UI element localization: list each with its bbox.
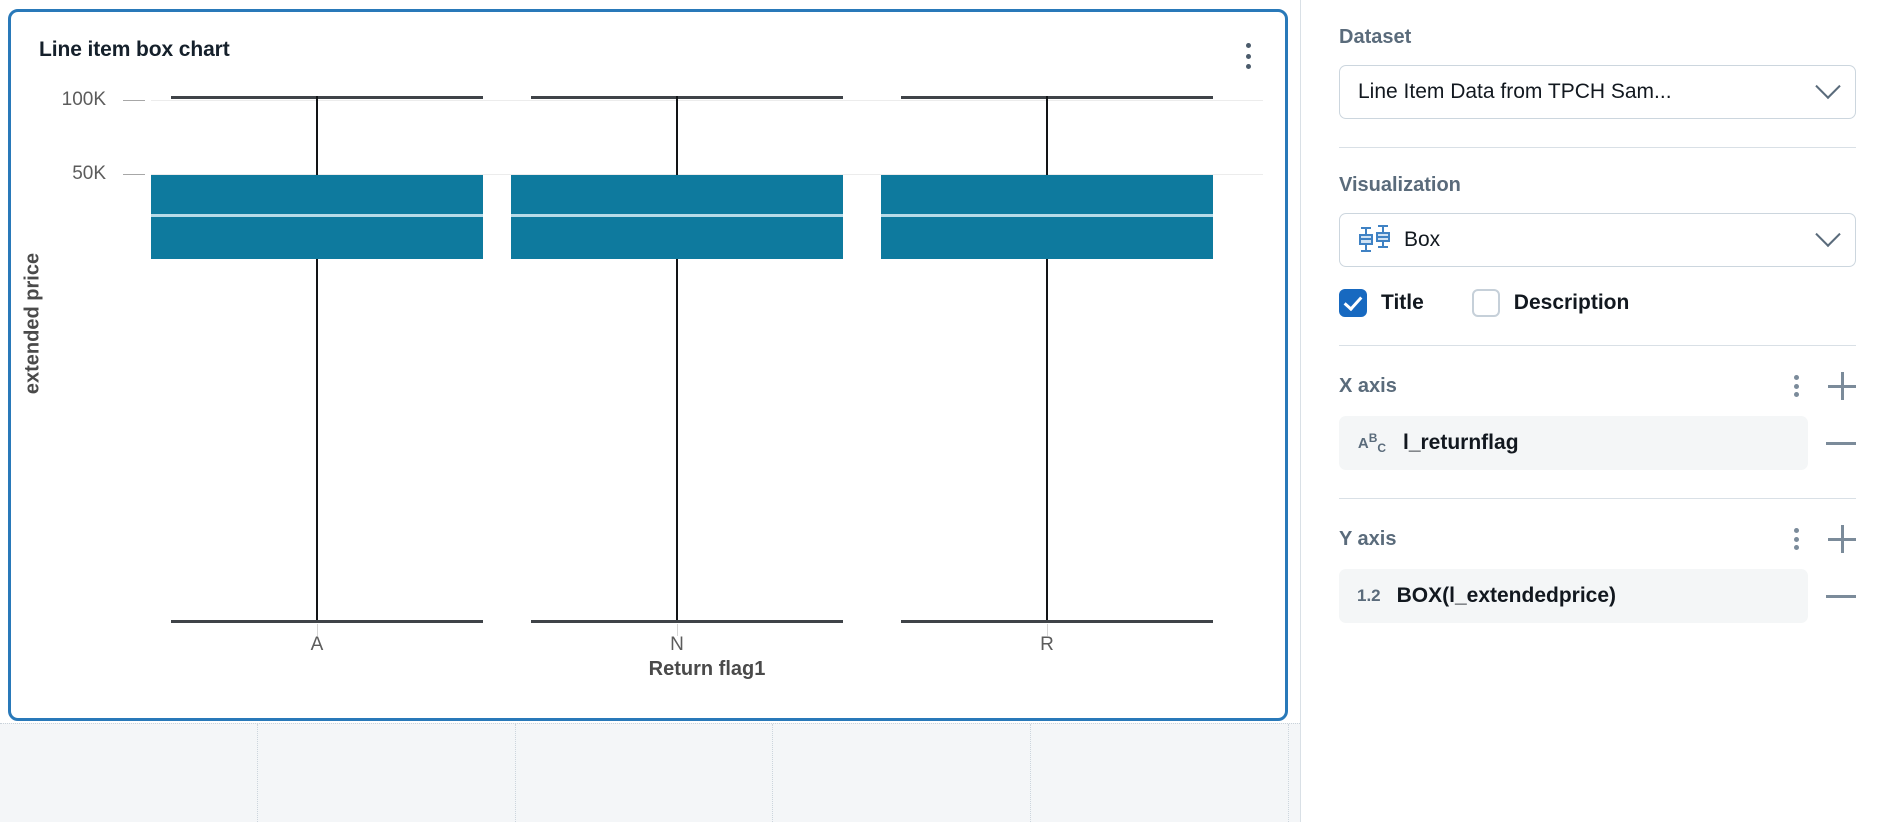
x-axis-field-label: l_returnflag (1403, 431, 1519, 454)
section-divider (1339, 345, 1856, 346)
x-axis-add-plus-icon[interactable] (1828, 372, 1856, 400)
whisker-cap-lower (531, 620, 843, 623)
dataset-select[interactable]: Line Item Data from TPCH Sam... (1339, 65, 1856, 119)
xtick-label-a: A (310, 634, 324, 655)
ytick-dash-100k (123, 100, 145, 101)
kebab-dot (1793, 383, 1799, 389)
dashboard-grid-area (0, 723, 1300, 822)
title-checkbox-label: Title (1381, 291, 1424, 314)
box-chart-plot: 100K 50K extended price A (11, 12, 1285, 718)
kebab-dot (1245, 64, 1251, 69)
chevron-down-icon (1815, 73, 1841, 100)
xtick-mark-a (317, 624, 318, 636)
y-axis-field-label: BOX(l_extendedprice) (1396, 584, 1617, 607)
y-axis-section-header: Y axis (1339, 525, 1856, 553)
description-checkbox[interactable] (1471, 289, 1500, 317)
page-title: Line item box chart (39, 38, 230, 61)
whisker-cap-lower (901, 620, 1213, 623)
median-line (151, 214, 483, 217)
whisker-cap-upper (531, 96, 843, 99)
description-checkbox-label: Description (1513, 291, 1630, 314)
box-rect (151, 175, 483, 259)
ytick-label-50k: 50K (72, 163, 106, 184)
median-line (881, 214, 1213, 217)
ytick-dash-50k (123, 174, 145, 175)
whisker-line-lower (676, 259, 678, 621)
dashboard-canvas: Line item box chart 100K 50K extended pr… (0, 9, 1300, 822)
whisker-line-lower (1046, 259, 1048, 621)
visualization-select-value: Box (1404, 228, 1441, 251)
visualization-select[interactable]: Box (1339, 213, 1856, 267)
grid-column-divider (257, 724, 258, 822)
x-axis-title: Return flag1 (648, 658, 766, 680)
x-axis-section-heading: X axis (1339, 374, 1397, 397)
box-group-a[interactable]: A (151, 12, 503, 718)
chart-card[interactable]: Line item box chart 100K 50K extended pr… (8, 9, 1288, 721)
x-axis-remove-minus-icon[interactable] (1826, 441, 1856, 445)
x-axis-field-chip[interactable]: ABC l_returnflag (1339, 416, 1808, 470)
box-group-r[interactable]: R (881, 12, 1233, 718)
xtick-mark-n (677, 624, 678, 636)
xtick-label-n: N (670, 634, 684, 655)
box-plot-icon (1359, 225, 1390, 252)
y-axis-remove-minus-icon[interactable] (1826, 594, 1856, 598)
x-axis-kebab-menu-icon[interactable] (1788, 375, 1804, 397)
dataset-section-heading: Dataset (1339, 26, 1412, 48)
y-axis-header-actions (1788, 525, 1856, 553)
kebab-dot (1793, 545, 1799, 550)
whisker-cap-upper (901, 96, 1213, 99)
grid-column-divider (1030, 724, 1031, 822)
kebab-dot (1793, 528, 1799, 533)
grid-column-divider (515, 724, 516, 822)
whisker-cap-lower (171, 620, 483, 623)
whisker-line-lower (316, 259, 318, 621)
xtick-mark-r (1047, 624, 1048, 636)
section-divider (1339, 147, 1856, 148)
whisker-cap-upper (171, 96, 483, 99)
config-panel: Dataset Line Item Data from TPCH Sam... … (1300, 0, 1894, 822)
whisker-line-upper (316, 96, 318, 176)
decimal-number-type-icon: 1.2 (1357, 586, 1381, 605)
median-line (511, 214, 843, 217)
ytick-label-100k: 100K (61, 89, 106, 110)
y-axis-section-heading: Y axis (1339, 527, 1397, 550)
whisker-line-upper (676, 96, 678, 176)
xtick-label-r: R (1040, 634, 1054, 655)
y-axis-field-row: 1.2 BOX(l_extendedprice) (1339, 569, 1856, 623)
y-axis-kebab-menu-icon[interactable] (1788, 528, 1804, 550)
kebab-dot (1793, 536, 1799, 542)
x-axis-header-actions (1788, 372, 1856, 400)
gridline-100k (151, 100, 1263, 101)
whisker-line-upper (1046, 96, 1048, 176)
visualization-section-heading: Visualization (1339, 174, 1461, 196)
y-axis-add-plus-icon[interactable] (1828, 525, 1856, 553)
kebab-dot (1245, 43, 1251, 48)
kebab-dot (1793, 392, 1799, 397)
x-axis-field-row: ABC l_returnflag (1339, 416, 1856, 470)
title-checkbox[interactable] (1339, 289, 1367, 317)
kebab-dot (1793, 375, 1799, 380)
box-rect (511, 175, 843, 259)
visualization-toggles: Title Description (1339, 289, 1856, 317)
dataset-select-value: Line Item Data from TPCH Sam... (1358, 80, 1672, 103)
section-divider (1339, 498, 1856, 499)
y-axis-field-chip[interactable]: 1.2 BOX(l_extendedprice) (1339, 569, 1808, 623)
y-axis-title: extended price (21, 252, 44, 395)
box-group-n[interactable]: N (511, 12, 863, 718)
gridline-50k (151, 174, 1263, 175)
grid-column-divider (772, 724, 773, 822)
abc-text-type-icon: ABC (1357, 431, 1387, 455)
kebab-dot (1245, 53, 1251, 59)
chevron-down-icon (1815, 221, 1841, 248)
box-rect (881, 175, 1213, 259)
x-axis-section-header: X axis (1339, 372, 1856, 400)
grid-column-divider (1288, 724, 1289, 822)
chart-card-kebab-menu-icon[interactable] (1239, 43, 1257, 69)
